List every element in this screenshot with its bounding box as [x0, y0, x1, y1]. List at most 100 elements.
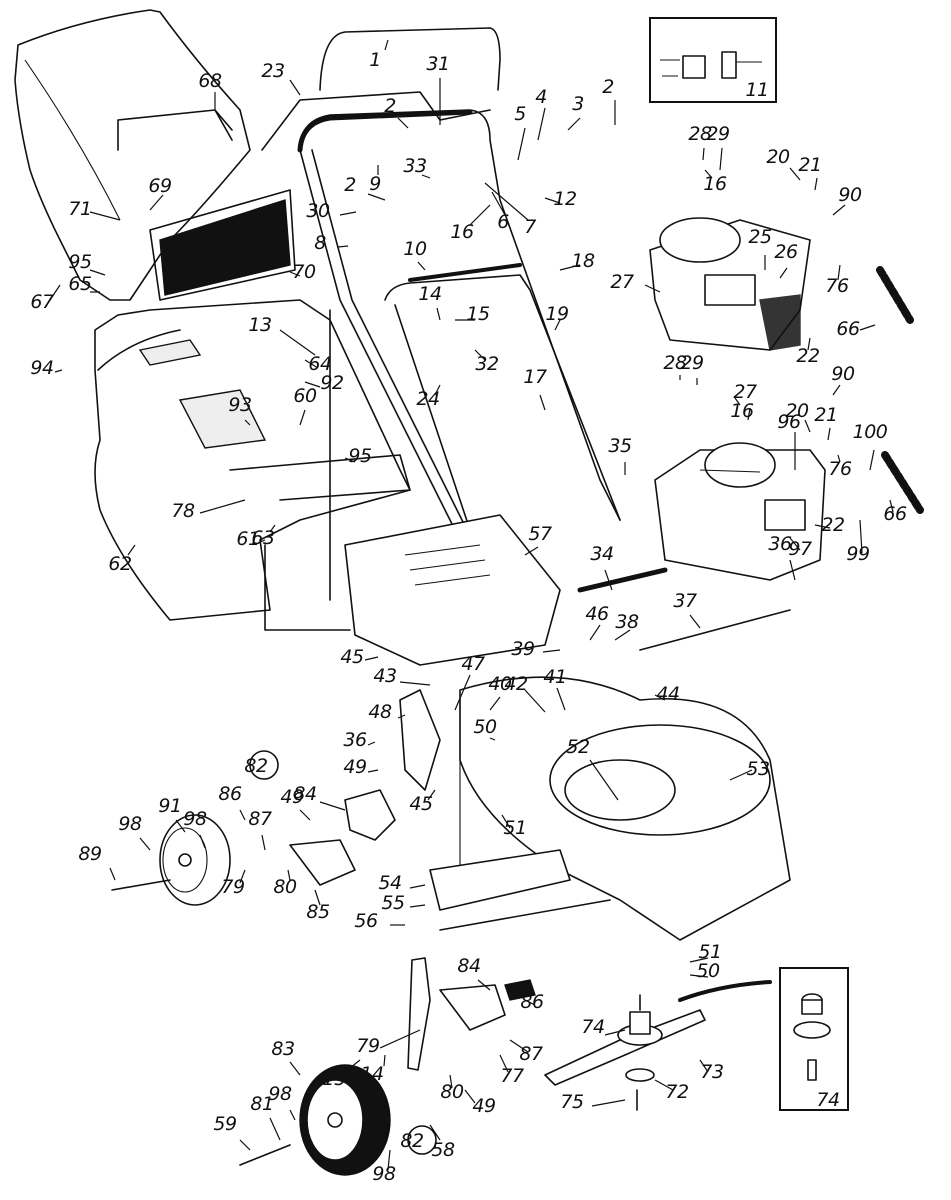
leader-line-92: [304, 381, 321, 388]
part-callout-98: 98: [372, 1163, 396, 1185]
inset-blade-adapter: [779, 967, 849, 1111]
part-callout-37: 37: [673, 590, 697, 612]
part-callout-84: 84: [457, 955, 480, 977]
circle-82-marker-lower: [407, 1125, 437, 1155]
blade-assembly: [544, 980, 772, 1111]
leader-line-17: [539, 394, 546, 411]
part-callout-35: 35: [608, 435, 632, 457]
part-callout-53: 53: [746, 758, 769, 780]
leader-line-86: [239, 809, 246, 821]
leader-line-79: [379, 1029, 421, 1049]
part-callout-46: 46: [585, 603, 609, 625]
leader-line-74: [604, 1029, 626, 1036]
leader-line-51: [689, 957, 709, 963]
leader-line-64: [304, 359, 319, 369]
leader-line-16: [734, 397, 741, 406]
part-callout-70: 70: [292, 261, 316, 283]
leader-line-13: [279, 329, 316, 356]
part-callout-97: 97: [788, 538, 812, 560]
part-callout-80: 80: [273, 876, 297, 898]
part-callout-22: 22: [821, 514, 844, 536]
leader-line-80: [449, 1074, 453, 1089]
part-callout-14: 14: [418, 283, 441, 305]
leader-line-33: [421, 174, 431, 179]
leader-line-49: [464, 1089, 476, 1104]
leader-line-76: [837, 454, 841, 463]
leader-line-18: [559, 264, 581, 271]
leader-line-30: [339, 211, 357, 216]
leader-line-90: [832, 384, 841, 396]
leader-line-100: [869, 449, 875, 471]
leader-line-49: [367, 769, 379, 773]
part-callout-78: 78: [171, 500, 195, 522]
leader-line-27: [747, 407, 751, 421]
leader-line-93: [244, 419, 251, 426]
part-callout-50: 50: [473, 716, 497, 738]
part-callout-59: 59: [213, 1113, 236, 1135]
part-callout-89: 89: [78, 843, 101, 865]
leader-line-94: [54, 369, 63, 373]
leader-line-98: [387, 1149, 391, 1171]
leader-line-79: [239, 869, 246, 884]
wheels: [111, 814, 391, 1176]
part-callout-24: 24: [416, 388, 439, 410]
part-callout-45: 45: [409, 793, 433, 815]
part-callout-73: 73: [700, 1061, 723, 1083]
part-callout-39: 39: [511, 638, 534, 660]
part-callout-72: 72: [665, 1081, 688, 1103]
part-callout-52: 52: [566, 736, 589, 758]
part-callout-11: 11: [745, 79, 768, 101]
callout-leaders: [49, 39, 894, 1171]
leader-line-14: [383, 1054, 386, 1067]
part-callout-31: 31: [426, 53, 449, 75]
leader-line-16: [469, 204, 491, 226]
grass-bag: [14, 9, 411, 631]
chain-parts: [876, 266, 924, 514]
part-callout-67: 67: [30, 291, 54, 313]
leader-line-85: [314, 889, 321, 906]
leader-line-75: [591, 1099, 626, 1107]
part-callout-23: 23: [261, 60, 284, 82]
leader-line-50: [689, 974, 709, 978]
part-callout-5: 5: [514, 103, 526, 125]
leader-line-61: [257, 539, 266, 544]
part-callout-3: 3: [572, 93, 584, 115]
part-callout-19: 19: [545, 303, 568, 325]
leader-line-87: [509, 1039, 529, 1053]
leader-line-2: [367, 193, 386, 201]
leader-line-37: [689, 614, 701, 629]
part-callout-93: 93: [228, 394, 251, 416]
part-callout-18: 18: [571, 250, 595, 272]
part-callout-79: 79: [356, 1035, 379, 1057]
leader-line-57: [524, 546, 539, 556]
leader-line-84: [319, 801, 346, 811]
part-callout-49: 49: [280, 786, 303, 808]
part-callout-51: 51: [698, 941, 721, 963]
circle-82-marker-upper: [249, 750, 279, 780]
leader-line-48: [397, 714, 406, 719]
part-callout-55: 55: [381, 892, 405, 914]
part-callout-36: 36: [343, 729, 367, 751]
part-callout-33: 33: [403, 155, 426, 177]
leader-line-59: [239, 1139, 251, 1151]
part-callout-30: 30: [306, 200, 330, 222]
leader-line-22: [807, 337, 811, 351]
leader-line-36: [789, 559, 796, 581]
mower-deck: [459, 676, 791, 941]
leader-line-78: [199, 499, 246, 514]
part-callout-44: 44: [656, 683, 679, 705]
leader-line-32: [474, 349, 486, 361]
leader-line-40: [489, 696, 501, 711]
part-callout-22: 22: [796, 345, 819, 367]
part-callout-96: 96: [777, 411, 801, 433]
rear-flap: [344, 514, 561, 666]
part-callout-15: 15: [466, 303, 490, 325]
leader-line-76: [837, 264, 841, 281]
leader-line-69: [149, 194, 164, 211]
part-callout-61: 61: [236, 528, 259, 550]
leader-line-15: [344, 1059, 361, 1073]
part-callout-17: 17: [523, 366, 547, 388]
leader-line-54: [409, 884, 426, 889]
part-callout-32: 32: [475, 353, 498, 375]
leader-line-45: [427, 789, 436, 801]
